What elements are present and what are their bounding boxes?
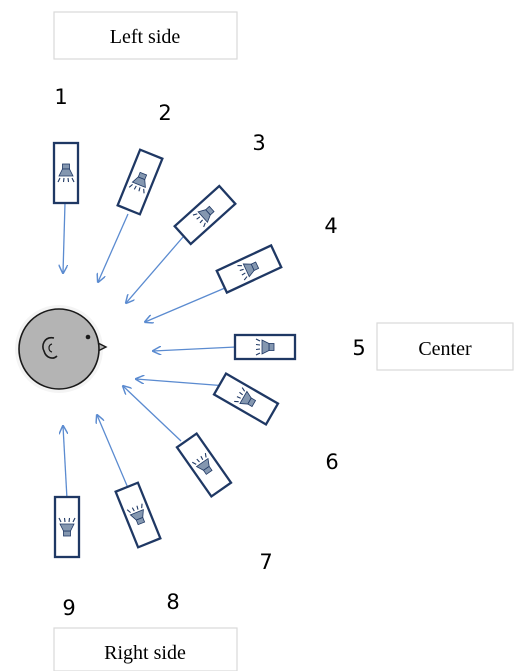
- speaker-number-5: 5: [352, 336, 365, 360]
- arrow-9: [63, 426, 67, 500]
- speaker-number-6: 6: [325, 450, 338, 474]
- speaker-3: [173, 184, 237, 246]
- arrow-5: [153, 347, 237, 351]
- arrow-1: [63, 202, 65, 273]
- arrow-8: [97, 415, 129, 489]
- arrow-2: [98, 213, 129, 282]
- left-side-label: Left side: [110, 26, 181, 48]
- speaker-number-7: 7: [259, 550, 272, 574]
- speaker-number-8: 8: [166, 590, 179, 614]
- arrow-7: [123, 386, 182, 442]
- center-label: Center: [418, 338, 472, 360]
- eye-icon: [85, 334, 91, 340]
- speaker-number-2: 2: [158, 101, 171, 125]
- speaker-number-1: 1: [54, 85, 67, 109]
- right-side-label: Right side: [104, 642, 186, 664]
- arrows: [63, 202, 237, 500]
- left-side-box: Left side: [53, 11, 238, 60]
- ear-icon: [42, 336, 58, 359]
- speaker-6: [212, 372, 280, 426]
- speaker-1: [52, 141, 80, 205]
- speaker-2: [116, 148, 164, 216]
- speaker-4: [215, 243, 283, 295]
- center-box: Center: [376, 322, 514, 371]
- arrow-4: [145, 284, 233, 322]
- speaker-number-9: 9: [62, 596, 75, 620]
- speaker-number-3: 3: [252, 131, 265, 155]
- speaker-7: [175, 431, 233, 499]
- listener-head: [15, 305, 108, 393]
- speaker-number-4: 4: [324, 214, 337, 238]
- arrow-6: [136, 379, 228, 387]
- speaker-8: [114, 481, 162, 549]
- speaker-9: [53, 495, 81, 559]
- speaker-numbers: 1 2 3 4 5 6 7 8 9: [54, 85, 365, 620]
- right-side-box: Right side: [53, 627, 238, 671]
- speaker-5: [233, 333, 297, 361]
- arrow-3: [126, 236, 184, 303]
